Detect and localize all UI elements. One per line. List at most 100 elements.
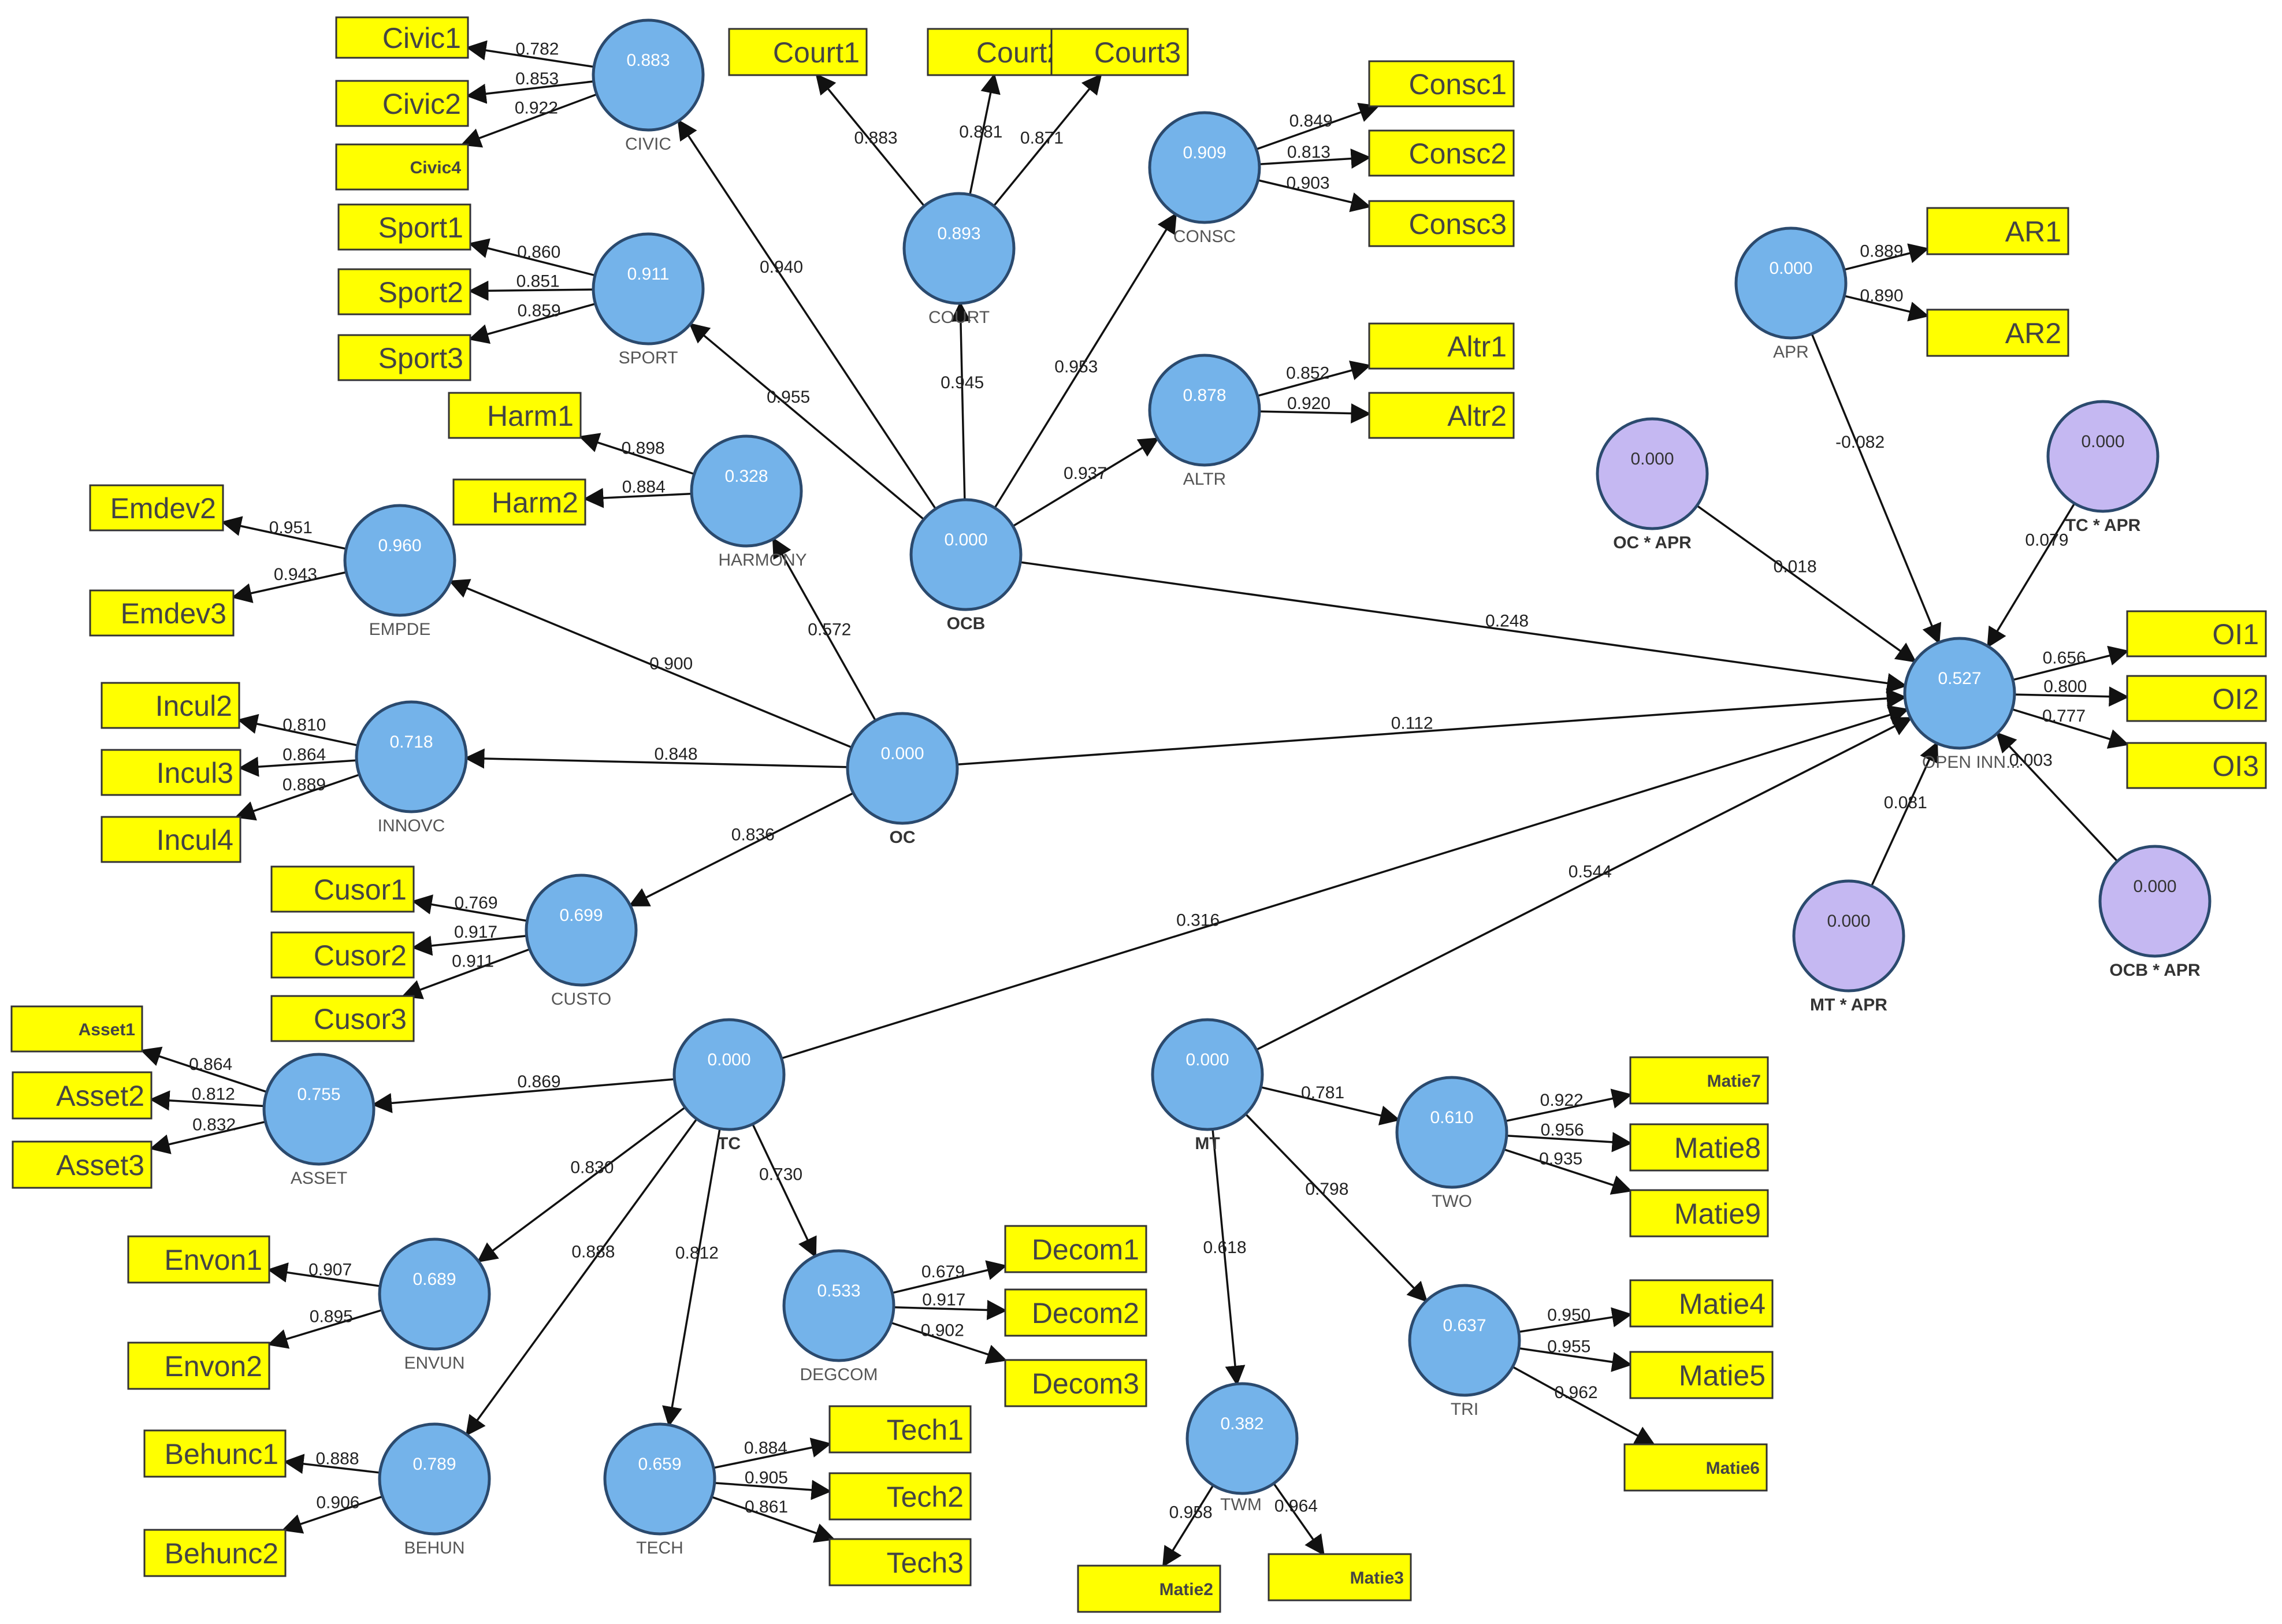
indicator-oi2[interactable]: OI2 bbox=[2126, 675, 2267, 722]
indicator-tech2[interactable]: Tech2 bbox=[828, 1472, 972, 1521]
indicator-box bbox=[2126, 742, 2267, 789]
indicator-decom2[interactable]: Decom2 bbox=[1004, 1288, 1147, 1337]
indicator-matie2[interactable]: Matie2 bbox=[1077, 1564, 1221, 1613]
indicator-behunc1[interactable]: Behunc1 bbox=[143, 1429, 287, 1478]
indicator-emdev2[interactable]: Emdev2 bbox=[89, 484, 224, 532]
indicator-matie9[interactable]: Matie9 bbox=[1629, 1189, 1769, 1237]
indicator-asset2[interactable]: Asset2 bbox=[12, 1071, 153, 1120]
indicator-incul2[interactable]: Incul2 bbox=[101, 682, 240, 729]
indicator-civic4[interactable]: Civic4 bbox=[335, 143, 469, 191]
indicator-altr2[interactable]: Altr2 bbox=[1368, 392, 1515, 439]
node-value: 0.637 bbox=[1443, 1316, 1486, 1335]
indicator-tech1[interactable]: Tech1 bbox=[828, 1405, 972, 1454]
indicator-ar1[interactable]: AR1 bbox=[1926, 207, 2069, 255]
indicator-label: Consc1 bbox=[1408, 68, 1507, 101]
edge-label: 0.962 bbox=[1555, 1383, 1598, 1402]
indicator-sport2[interactable]: Sport2 bbox=[337, 268, 471, 315]
indicator-consc1[interactable]: Consc1 bbox=[1368, 60, 1515, 107]
node-value: 0.000 bbox=[1827, 912, 1870, 931]
indicator-consc3[interactable]: Consc3 bbox=[1368, 200, 1515, 247]
indicator-civic2[interactable]: Civic2 bbox=[335, 80, 469, 127]
edge-label: 0.902 bbox=[921, 1321, 964, 1340]
edge-label: 0.781 bbox=[1301, 1083, 1344, 1102]
edge-label: 0.782 bbox=[515, 40, 559, 59]
indicator-court1[interactable]: Court1 bbox=[728, 28, 868, 76]
indicator-box bbox=[1004, 1359, 1147, 1407]
edge-tech-to-tech3 bbox=[711, 1496, 835, 1543]
indicator-matie4[interactable]: Matie4 bbox=[1629, 1279, 1774, 1328]
edge-envun-to-envon1 bbox=[267, 1262, 381, 1287]
indicator-court3[interactable]: Court3 bbox=[1050, 28, 1189, 76]
indicator-harm1[interactable]: Harm1 bbox=[448, 392, 582, 439]
indicator-cusor2[interactable]: Cusor2 bbox=[270, 931, 415, 979]
indicator-box bbox=[12, 1140, 153, 1189]
indicator-behunc2[interactable]: Behunc2 bbox=[143, 1529, 287, 1577]
indicator-oi1[interactable]: OI1 bbox=[2126, 610, 2267, 657]
indicator-envon2[interactable]: Envon2 bbox=[127, 1341, 270, 1390]
node-label: OCB bbox=[947, 614, 986, 633]
indicator-matie7[interactable]: Matie7 bbox=[1629, 1056, 1769, 1105]
indicator-ar2[interactable]: AR2 bbox=[1926, 309, 2069, 357]
indicator-sport3[interactable]: Sport3 bbox=[337, 334, 471, 381]
indicator-envon1[interactable]: Envon1 bbox=[127, 1235, 270, 1284]
indicator-box bbox=[1368, 322, 1515, 370]
indicator-matie6[interactable]: Matie6 bbox=[1623, 1443, 1768, 1492]
indicator-matie3[interactable]: Matie3 bbox=[1268, 1553, 1412, 1601]
indicator-consc2[interactable]: Consc2 bbox=[1368, 129, 1515, 177]
indicator-oi3[interactable]: OI3 bbox=[2126, 742, 2267, 789]
indicator-asset3[interactable]: Asset3 bbox=[12, 1140, 153, 1189]
edge-label: 0.905 bbox=[745, 1468, 788, 1487]
indicator-cusor1[interactable]: Cusor1 bbox=[270, 865, 415, 913]
indicator-label: Envon1 bbox=[164, 1244, 262, 1276]
indicator-tech3[interactable]: Tech3 bbox=[828, 1538, 972, 1586]
indicator-box bbox=[143, 1529, 287, 1577]
edge-label: 0.943 bbox=[274, 565, 317, 584]
indicator-decom1[interactable]: Decom1 bbox=[1004, 1225, 1147, 1273]
edge-court-to-court2 bbox=[969, 73, 1001, 195]
indicator-label: Decom1 bbox=[1032, 1233, 1139, 1266]
indicator-incul4[interactable]: Incul4 bbox=[101, 816, 241, 863]
indicator-matie5[interactable]: Matie5 bbox=[1629, 1351, 1774, 1399]
indicator-harm2[interactable]: Harm2 bbox=[452, 478, 586, 526]
indicator-label: Altr1 bbox=[1447, 330, 1507, 363]
indicator-label: AR1 bbox=[2005, 215, 2061, 248]
indicator-box bbox=[335, 16, 469, 59]
indicator-incul3[interactable]: Incul3 bbox=[101, 749, 241, 796]
indicator-sport1[interactable]: Sport1 bbox=[337, 203, 471, 251]
indicator-civic1[interactable]: Civic1 bbox=[335, 16, 469, 59]
indicator-emdev3[interactable]: Emdev3 bbox=[89, 589, 235, 637]
indicator-decom3[interactable]: Decom3 bbox=[1004, 1359, 1147, 1407]
indicator-asset1[interactable]: Asset1 bbox=[10, 1005, 143, 1053]
indicator-cusor3[interactable]: Cusor3 bbox=[270, 995, 415, 1042]
indicator-altr1[interactable]: Altr1 bbox=[1368, 322, 1515, 370]
indicator-court2[interactable]: Court2 bbox=[927, 28, 1071, 76]
indicator-matie8[interactable]: Matie8 bbox=[1629, 1123, 1769, 1172]
